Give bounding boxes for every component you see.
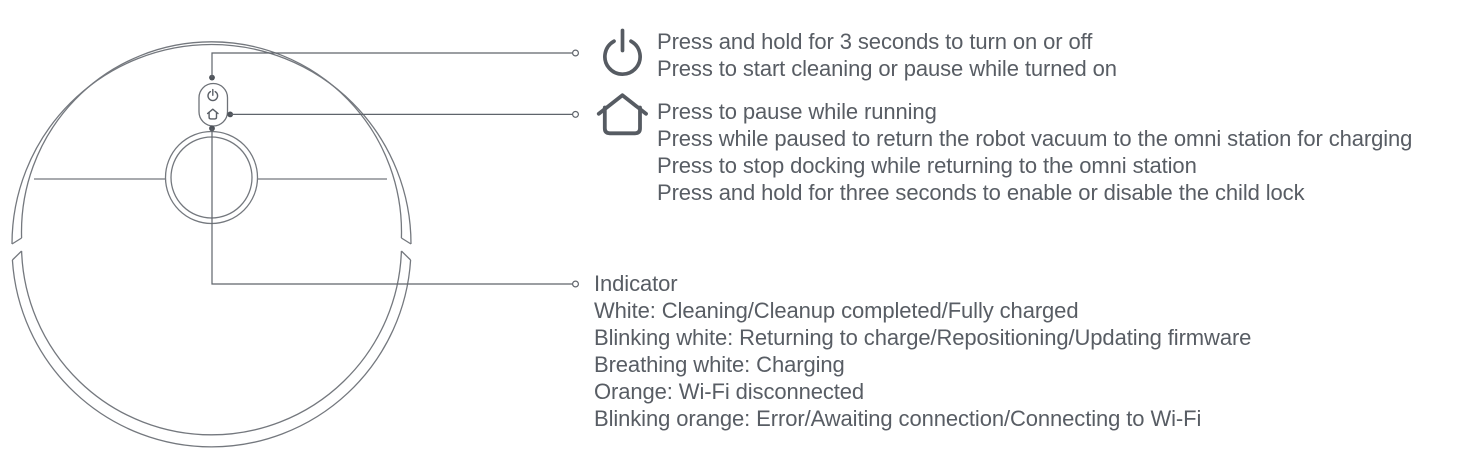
description-line: Press while paused to return the robot v… [657, 125, 1413, 151]
callout-home-endpoint [571, 110, 579, 118]
description-line: Blinking white: Returning to charge/Repo… [594, 324, 1252, 350]
callout-power-endpoint [571, 49, 579, 57]
left-bumper-notch [11, 237, 23, 261]
shell-inner-arc [20, 250, 403, 436]
indicator-description: Indicator White: Cleaning/Cleanup comple… [594, 270, 1251, 432]
robot-body-outline [11, 41, 412, 448]
indicator-title: Indicator [594, 270, 678, 296]
right-bumper-notch [400, 237, 412, 261]
button-panel [198, 82, 229, 127]
description-line: Blinking orange: Error/Awaiting connecti… [594, 405, 1202, 431]
description-line: White: Cleaning/Cleanup completed/Fully … [594, 297, 1079, 323]
power-button-icon [207, 88, 219, 102]
description-line: Press and hold for 3 seconds to turn on … [657, 29, 1093, 54]
description-line: Press and hold for three seconds to enab… [657, 179, 1305, 205]
callout-power [209, 49, 579, 81]
description-line: Press to pause while running [657, 98, 937, 124]
power-button-description: Press and hold for 3 seconds to turn on … [657, 28, 1117, 82]
callout-indicator-endpoint [571, 280, 579, 288]
bumper-inner-arc [20, 41, 403, 239]
bumper-outer-arc [11, 43, 412, 245]
callout-home [227, 110, 579, 118]
home-icon [596, 93, 648, 136]
home-button-description: Press to pause while running Press while… [657, 98, 1412, 206]
description-line: Breathing white: Charging [594, 351, 845, 377]
description-line: Orange: Wi-Fi disconnected [594, 378, 865, 404]
home-button-icon [206, 108, 219, 120]
callout-power-line [211, 52, 573, 78]
power-icon [603, 28, 642, 76]
callout-indicator-line [211, 128, 573, 285]
description-line: Press to stop docking while returning to… [657, 152, 1197, 178]
description-line: Press to start cleaning or pause while t… [657, 56, 1117, 81]
shell-outer-arc [11, 259, 412, 448]
callout-indicator [209, 125, 579, 288]
